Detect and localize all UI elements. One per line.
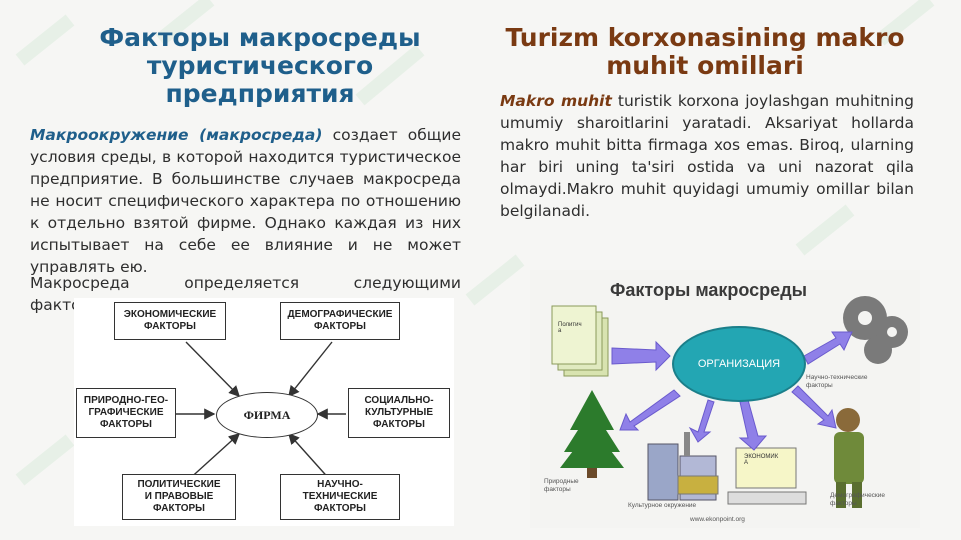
right-paragraph-lead: Makro muhit bbox=[500, 92, 612, 110]
box-political-factors: ПОЛИТИЧЕСКИЕ И ПРАВОВЫЕ ФАКТОРЫ bbox=[122, 474, 236, 520]
left-paragraph: Макроокружение (макросреда) создает общи… bbox=[30, 124, 461, 278]
arrow-nature bbox=[619, 389, 681, 431]
label-tech: Научно-технические факторы bbox=[806, 374, 868, 389]
economy-screen-label: ЭКОНОМИК А bbox=[744, 454, 779, 466]
person-icon bbox=[834, 408, 864, 508]
box-natural-factors: ПРИРОДНО-ГЕО- ГРАФИЧЕСКИЕ ФАКТОРЫ bbox=[76, 388, 176, 438]
right-paragraph: Makro muhit turistik korxona joylashgan … bbox=[500, 90, 914, 222]
right-paragraph-text: turistik korxona joylashgan muhitning um… bbox=[500, 92, 914, 220]
arrow-economic bbox=[185, 341, 240, 397]
left-paragraph-text: создает общие условия среды, в которой н… bbox=[30, 126, 461, 276]
arrow-tech bbox=[803, 331, 853, 365]
organization-ellipse: ОРГАНИЗАЦИЯ bbox=[672, 326, 806, 402]
firm-ellipse: ФИРМА bbox=[216, 392, 318, 438]
arrow-demo bbox=[791, 385, 837, 429]
gears-icon bbox=[843, 296, 908, 364]
left-paragraph-lead: Макроокружение (макросреда) bbox=[30, 126, 323, 144]
arrow-left-doc bbox=[611, 340, 671, 372]
arrows-group bbox=[611, 331, 853, 451]
page-title-left: Факторы макросреды туристического предпр… bbox=[99, 23, 421, 108]
politics-doc-label: Политич а bbox=[558, 322, 582, 334]
computer-icon bbox=[677, 447, 807, 505]
tree-icon bbox=[560, 390, 624, 478]
box-demographic-factors: ДЕМОГРАФИЧЕСКИЕ ФАКТОРЫ bbox=[280, 302, 400, 340]
label-culture: Культурное окружение bbox=[628, 502, 697, 509]
arrow-demographic bbox=[288, 341, 333, 398]
box-technical-factors: НАУЧНО- ТЕХНИЧЕСКИЕ ФАКТОРЫ bbox=[280, 474, 400, 520]
right-diagram-art bbox=[551, 296, 908, 508]
macro-factors-diagram-right: Факторы макросреды bbox=[530, 270, 920, 528]
label-nature: Природные факторы bbox=[544, 478, 579, 493]
box-economic-factors: ЭКОНОМИЧЕСКИЕ ФАКТОРЫ bbox=[114, 302, 226, 340]
macro-factors-diagram-left: ЭКОНОМИЧЕСКИЕ ФАКТОРЫ ДЕМОГРАФИЧЕСКИЕ ФА… bbox=[74, 298, 454, 526]
arrow-economy bbox=[738, 399, 768, 451]
box-social-factors: СОЦИАЛЬНО- КУЛЬТУРНЫЕ ФАКТОРЫ bbox=[348, 388, 450, 438]
label-url: www.ekonpoint.org bbox=[690, 516, 745, 523]
documents-icon bbox=[551, 305, 609, 377]
label-demo: Демографические факторы bbox=[830, 492, 886, 507]
page-title-right: Turizm korxonasining makro muhit omillar… bbox=[505, 23, 905, 80]
right-diagram-title: Факторы макросреды bbox=[610, 280, 807, 300]
arrow-culture bbox=[688, 399, 715, 443]
